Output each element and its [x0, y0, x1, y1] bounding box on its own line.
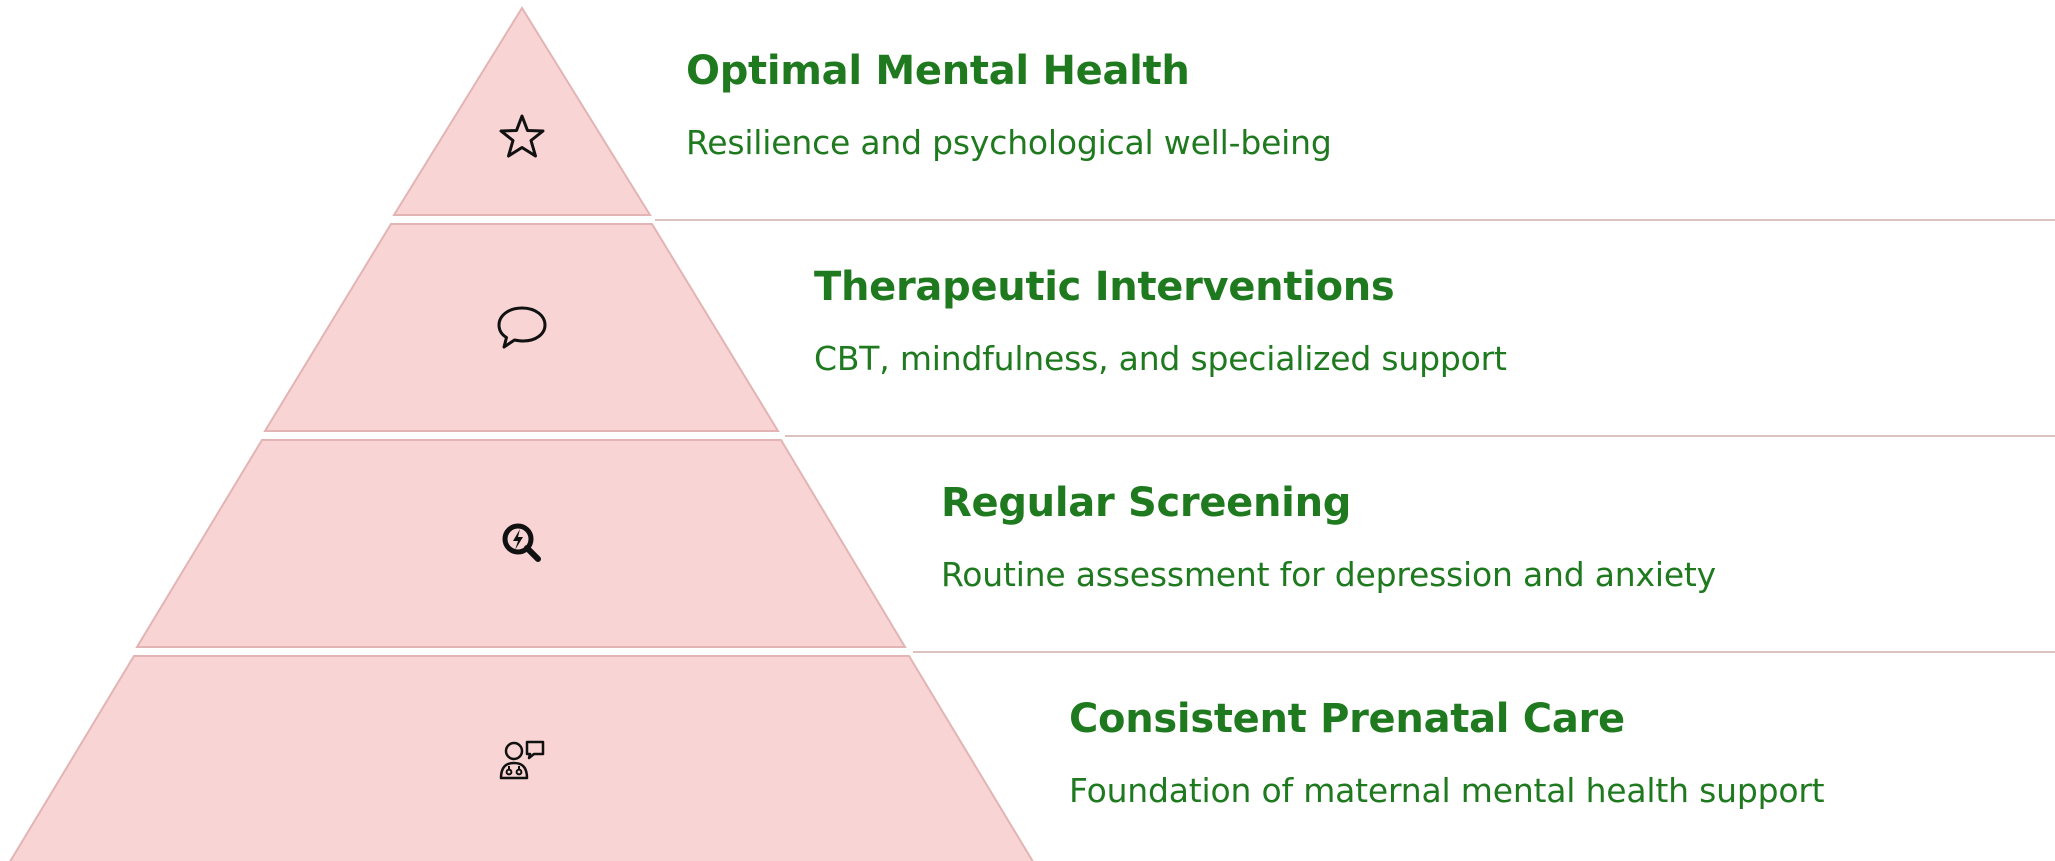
tier-2-title: Therapeutic Interventions [814, 264, 1395, 310]
tier-1-text: Optimal Mental Health Resilience and psy… [686, 47, 1332, 163]
tier-3-subtitle: Routine assessment for depression and an… [941, 555, 1716, 594]
tier-4-text: Consistent Prenatal Care Foundation of m… [1069, 695, 1825, 811]
tier-2-subtitle: CBT, mindfulness, and specialized suppor… [814, 339, 1507, 378]
pyramid-tier-2 [263, 223, 780, 432]
tier-3-title: Regular Screening [941, 480, 1352, 526]
star-icon [492, 108, 552, 168]
tier-1-title: Optimal Mental Health [686, 48, 1190, 94]
tier-1-subtitle: Resilience and psychological well-being [686, 123, 1332, 162]
doctor-chat-icon [492, 730, 552, 790]
tier-2-text: Therapeutic Interventions CBT, mindfulne… [814, 263, 1507, 379]
tier-3-text: Regular Screening Routine assessment for… [941, 479, 1716, 595]
magnifier-bolt-icon [492, 513, 552, 573]
speech-bubble-icon [492, 297, 552, 357]
pyramid-tier-3 [135, 439, 907, 648]
pyramid-tier-1 [392, 6, 652, 216]
tier-4-subtitle: Foundation of maternal mental health sup… [1069, 771, 1825, 810]
pyramid-tier-4 [9, 655, 1034, 861]
tier-4-title: Consistent Prenatal Care [1069, 696, 1625, 742]
